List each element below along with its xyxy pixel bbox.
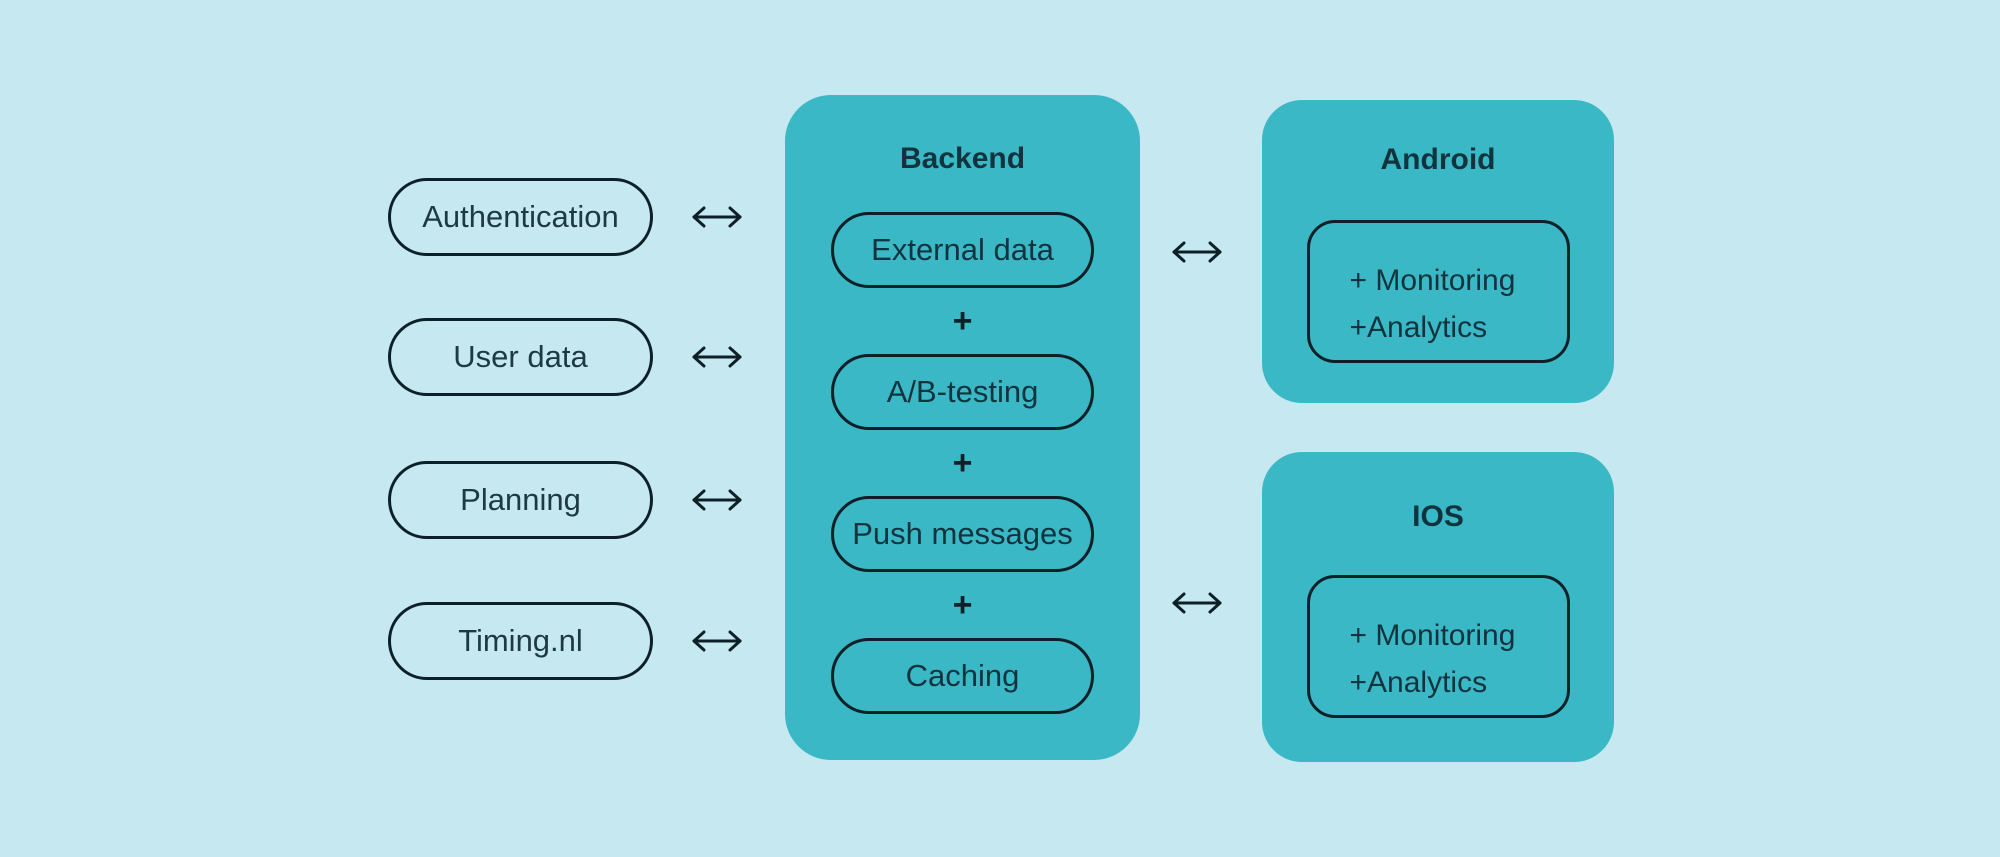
bidirectional-arrow-icon [692,346,742,368]
bidirectional-arrow-icon [692,206,742,228]
android-capability-monitoring: + Monitoring [1349,264,1516,297]
arrow-timing-nl-backend [689,627,745,655]
plus-connector: + [952,586,973,624]
arrow-authentication-backend [689,203,745,231]
bidirectional-arrow-icon [692,489,742,511]
arrow-backend-android [1169,238,1225,266]
pill-planning-label: Planning [460,482,581,517]
plus-connector: + [952,302,973,340]
ios-capability-monitoring: + Monitoring [1349,619,1516,652]
pill-push-messages: Push messages [831,496,1094,572]
pill-push-messages-label: Push messages [852,516,1073,551]
plus-connector: + [952,444,973,482]
android-capabilities-box: + Monitoring +Analytics [1306,220,1570,363]
arrow-planning-backend [689,486,745,514]
pill-timing-nl-label: Timing.nl [458,623,583,658]
arrow-user-data-backend [689,343,745,371]
pill-ab-testing: A/B-testing [831,354,1094,430]
pill-external-data-label: External data [871,232,1054,267]
backend-panel: Backend External data + A/B-testing + Pu… [785,95,1140,760]
bidirectional-arrow-icon [692,630,742,652]
pill-external-data: External data [831,212,1094,288]
android-panel: Android + Monitoring +Analytics [1262,100,1614,403]
pill-planning: Planning [388,461,653,539]
pill-authentication-label: Authentication [422,199,619,234]
pill-caching: Caching [831,638,1094,714]
pill-user-data-label: User data [453,339,588,374]
backend-title: Backend [899,142,1026,175]
pill-authentication: Authentication [388,178,653,256]
pill-user-data: User data [388,318,653,396]
ios-panel: IOS + Monitoring +Analytics [1262,452,1614,762]
android-title: Android [1380,143,1496,176]
pill-caching-label: Caching [905,658,1020,693]
ios-title: IOS [1412,500,1464,533]
android-capability-analytics: +Analytics [1349,311,1488,344]
bidirectional-arrow-icon [1172,241,1222,263]
ios-capabilities-box: + Monitoring +Analytics [1306,575,1570,718]
arrow-backend-ios [1169,589,1225,617]
bidirectional-arrow-icon [1172,592,1222,614]
ios-capability-analytics: +Analytics [1349,666,1488,699]
pill-timing-nl: Timing.nl [388,602,653,680]
pill-ab-testing-label: A/B-testing [886,374,1039,409]
